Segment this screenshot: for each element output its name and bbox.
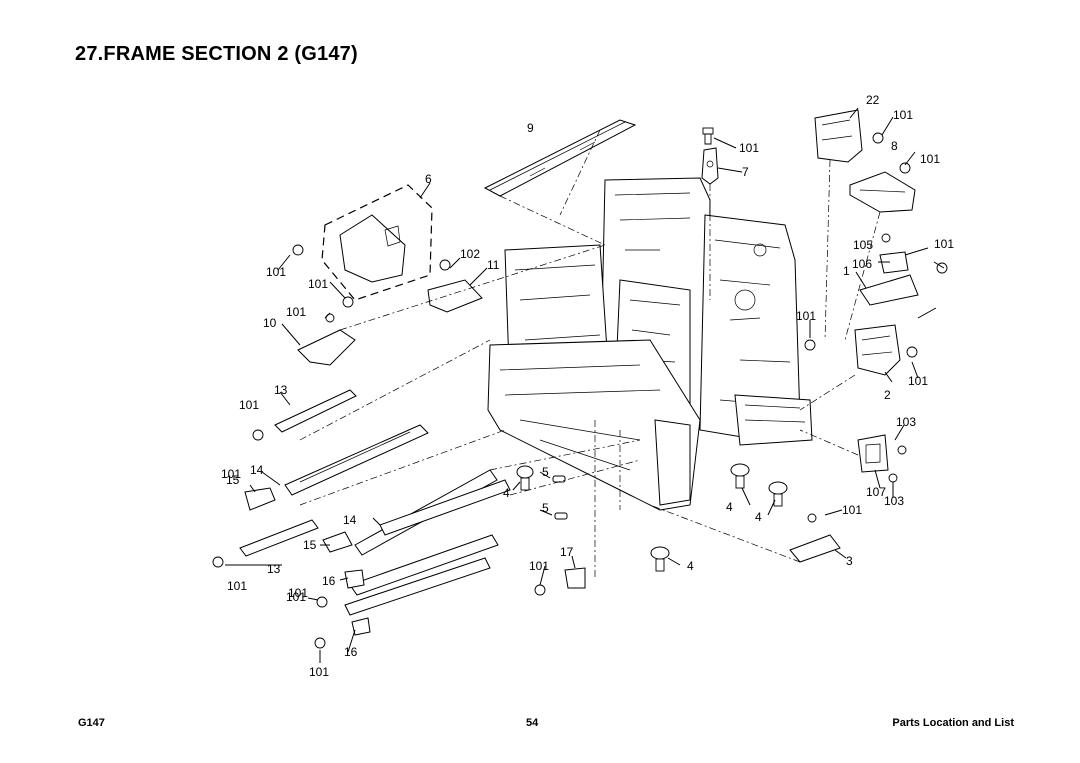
callout-17: 17 bbox=[560, 545, 574, 559]
rail-long-3 bbox=[349, 534, 499, 596]
part-7-bracket bbox=[701, 147, 719, 300]
foot-parts-4 bbox=[516, 463, 788, 572]
callout-8: 8 bbox=[891, 139, 898, 153]
callout-labels: 22 101 9 101 8 101 7 6 102 11 105 101 10… bbox=[221, 93, 954, 679]
callout-101: 101 bbox=[309, 665, 329, 679]
rail-14-long bbox=[284, 424, 429, 496]
callout-101: 101 bbox=[934, 237, 954, 251]
callout-14: 14 bbox=[343, 513, 357, 527]
callout-103: 103 bbox=[884, 494, 904, 508]
page-number: 54 bbox=[526, 717, 539, 729]
callout-101: 101 bbox=[908, 374, 928, 388]
part-3-bracket bbox=[649, 504, 841, 563]
callout-101: 101 bbox=[308, 277, 328, 291]
callout-101: 101 bbox=[842, 503, 862, 517]
callout-101: 101 bbox=[529, 559, 549, 573]
page-title: 27.FRAME SECTION 2 (G147) bbox=[75, 43, 358, 65]
part-6-assembly bbox=[292, 184, 433, 308]
part-15-clips bbox=[244, 487, 353, 553]
callout-3: 3 bbox=[846, 554, 853, 568]
main-frame bbox=[487, 177, 813, 511]
callout-101: 101 bbox=[286, 590, 306, 604]
callout-16: 16 bbox=[322, 574, 336, 588]
callout-101: 101 bbox=[796, 309, 816, 323]
callout-14: 14 bbox=[250, 463, 264, 477]
model-code: G147 bbox=[78, 717, 105, 729]
pin-part-5 bbox=[554, 512, 568, 520]
callout-13: 13 bbox=[267, 562, 281, 576]
callout-11: 11 bbox=[487, 258, 500, 272]
callout-15: 15 bbox=[226, 473, 240, 487]
callout-13: 13 bbox=[274, 383, 288, 397]
part-10-bracket bbox=[297, 244, 606, 366]
screw-icon bbox=[899, 162, 911, 174]
callout-4: 4 bbox=[503, 486, 510, 500]
part-11-bracket bbox=[427, 259, 483, 313]
part-17-bracket bbox=[534, 567, 586, 596]
callout-101: 101 bbox=[221, 467, 241, 481]
rail-14-lower bbox=[379, 479, 511, 536]
section-name: Parts Location and List bbox=[892, 717, 1014, 729]
callout-101: 101 bbox=[893, 108, 913, 122]
callout-7: 7 bbox=[742, 165, 749, 179]
callout-9: 9 bbox=[527, 121, 534, 135]
screw-icon bbox=[872, 132, 884, 144]
callout-101: 101 bbox=[739, 141, 759, 155]
callout-16: 16 bbox=[344, 645, 358, 659]
callout-107: 107 bbox=[866, 485, 886, 499]
callout-106: 106 bbox=[852, 257, 872, 271]
callout-2: 2 bbox=[884, 388, 891, 402]
callout-4: 4 bbox=[755, 510, 762, 524]
callout-15: 15 bbox=[303, 538, 317, 552]
rail-16-bottom bbox=[344, 557, 491, 616]
callout-5: 5 bbox=[542, 465, 549, 479]
part-16-brackets bbox=[314, 569, 371, 649]
callout-4: 4 bbox=[726, 500, 733, 514]
part-1-bracket bbox=[859, 233, 948, 306]
part-8-bracket bbox=[844, 171, 916, 341]
rail-13-lower bbox=[212, 519, 319, 568]
part-107-connector bbox=[799, 429, 907, 483]
callout-6: 6 bbox=[425, 172, 432, 186]
callout-101: 101 bbox=[239, 398, 259, 412]
part-22-cover bbox=[814, 109, 863, 341]
screw-icon bbox=[804, 339, 816, 351]
callout-101: 101 bbox=[286, 305, 306, 319]
callout-101: 101 bbox=[920, 152, 940, 166]
callout-105: 105 bbox=[853, 238, 873, 252]
part-2-bracket bbox=[799, 324, 918, 411]
callout-102: 102 bbox=[460, 247, 480, 261]
callout-101: 101 bbox=[266, 265, 286, 279]
callout-103: 103 bbox=[896, 415, 916, 429]
callout-4: 4 bbox=[687, 559, 694, 573]
part-9-bar bbox=[483, 119, 637, 246]
callout-5: 5 bbox=[542, 501, 549, 515]
screw-101-top bbox=[702, 127, 714, 145]
callout-101: 101 bbox=[288, 586, 308, 600]
rail-13-top bbox=[252, 389, 357, 441]
callout-22: 22 bbox=[866, 93, 880, 107]
callout-1: 1 bbox=[843, 264, 850, 278]
pin-part-5 bbox=[552, 475, 566, 483]
callout-10: 10 bbox=[263, 316, 277, 330]
callout-101: 101 bbox=[227, 579, 247, 593]
